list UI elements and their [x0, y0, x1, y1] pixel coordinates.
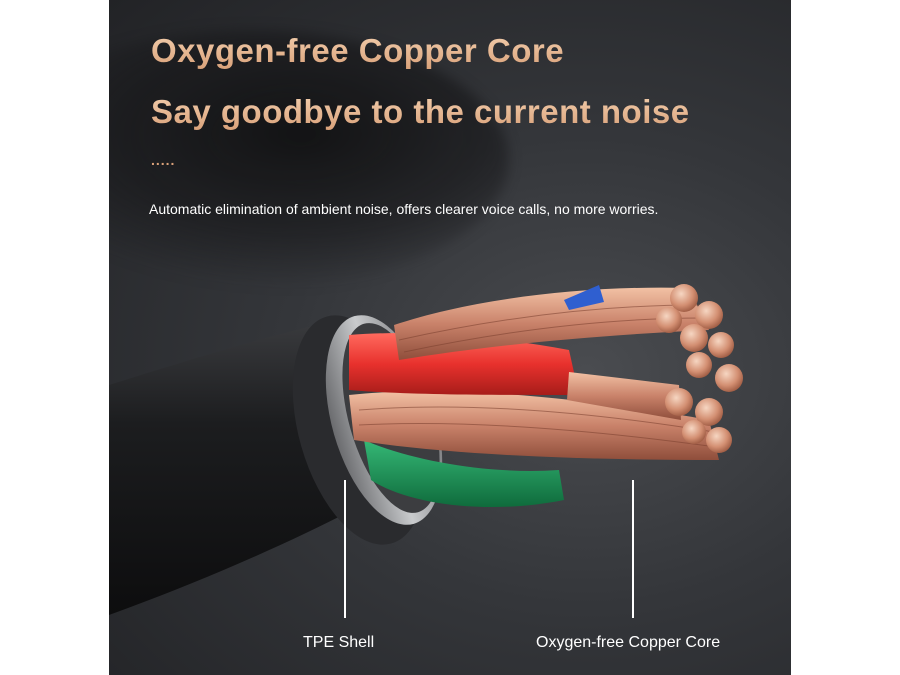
cable-cross-section-illustration — [109, 284, 743, 615]
callout-line-shell — [344, 480, 346, 618]
label-tpe-shell: TPE Shell — [303, 634, 375, 651]
subheadline: Say goodbye to the current noise — [151, 93, 690, 130]
description-text: Automatic elimination of ambient noise, … — [149, 201, 659, 217]
callout-line-core — [632, 480, 634, 618]
background-cable-shadow — [109, 30, 509, 290]
headline: Oxygen-free Copper Core — [151, 32, 565, 69]
product-image-panel: Oxygen-free Copper Core Say goodbye to t… — [109, 0, 791, 675]
decorative-dots: ..... — [151, 152, 176, 168]
label-copper-core: Oxygen-free Copper Core — [536, 634, 721, 651]
